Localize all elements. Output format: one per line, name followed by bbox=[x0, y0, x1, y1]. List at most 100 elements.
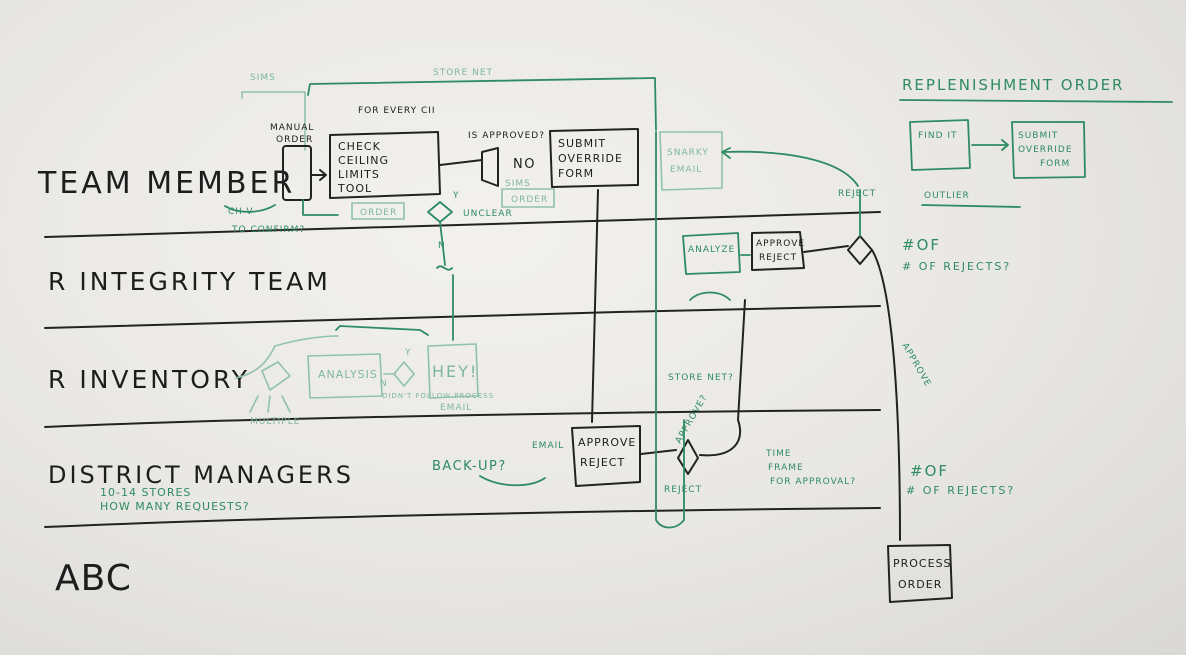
district-note-stores: 10-14 STORES bbox=[100, 486, 191, 499]
divider-3 bbox=[44, 409, 881, 428]
sims-label-2: SIMS bbox=[505, 179, 531, 189]
no-label: NO bbox=[513, 157, 536, 172]
sims-bracket bbox=[241, 91, 306, 151]
integrity-approve-box bbox=[751, 231, 805, 271]
order-label-1: ORDER bbox=[360, 208, 397, 218]
check-to-inventory-line bbox=[335, 325, 429, 336]
order-box-1 bbox=[351, 202, 405, 220]
store-net-line bbox=[307, 77, 657, 131]
dm-email-label: EMAIL bbox=[532, 441, 564, 451]
backup-label: BACK-UP? bbox=[432, 459, 507, 474]
didnt-follow-label: DIDN'T FOLLOW PROCESS bbox=[382, 392, 494, 400]
for-every-label: FOR EVERY CII bbox=[358, 106, 436, 116]
hey-box bbox=[427, 343, 479, 399]
multiple-label: MULTIPLE bbox=[250, 417, 300, 427]
lane-label-integrity: R INTEGRITY TEAM bbox=[48, 267, 331, 296]
order-label-2: ORDER bbox=[511, 195, 548, 205]
lane-label-abc: ABC bbox=[55, 558, 132, 599]
analysis-box bbox=[307, 353, 383, 399]
snarky-line-1: SNARKY bbox=[667, 148, 709, 158]
decision-n: N bbox=[438, 241, 446, 251]
store-net-curve bbox=[689, 291, 731, 301]
inventory-decision bbox=[393, 361, 415, 387]
rejects-q-bottom: # OF REJECTS? bbox=[906, 484, 1015, 497]
inventory-y: Y bbox=[404, 348, 412, 358]
cii-v-arrow bbox=[224, 204, 276, 213]
snarky-email-box bbox=[659, 131, 723, 191]
reject-label-top: REJECT bbox=[838, 189, 876, 199]
check-ceiling-box bbox=[329, 131, 441, 199]
time-frame-line-3: FOR APPROVAL? bbox=[770, 477, 856, 487]
integrity-reject-label: REJECT bbox=[759, 253, 797, 263]
submit-line-3: FORM bbox=[558, 167, 594, 180]
legend-outlier: OUTLIER bbox=[924, 191, 970, 201]
snarky-down-line bbox=[655, 131, 685, 529]
approve-side-label: APPROVE bbox=[899, 342, 932, 389]
dm-approve-up-line bbox=[699, 299, 746, 457]
rejects-q-top-1: #OF bbox=[902, 236, 941, 254]
legend-underline bbox=[899, 99, 1173, 103]
order-label-abc: ORDER bbox=[898, 578, 942, 591]
legend-outlier-underline bbox=[921, 204, 1021, 208]
divider-4 bbox=[44, 507, 881, 528]
integrity-to-decision bbox=[803, 245, 849, 253]
order-box-2 bbox=[501, 188, 555, 208]
integrity-decision bbox=[847, 235, 873, 265]
manual-order-label-1: MANUAL bbox=[270, 123, 314, 133]
multiple-arrows bbox=[249, 395, 291, 413]
hey-label: HEY! bbox=[432, 362, 478, 381]
process-order-box bbox=[887, 544, 953, 603]
tool-to-decision bbox=[439, 159, 483, 166]
inventory-loop bbox=[235, 335, 339, 379]
submit-line-1: SUBMIT bbox=[558, 137, 606, 150]
lane-label-inventory: R INVENTORY bbox=[48, 365, 250, 394]
store-net-q-label: STORE NET? bbox=[668, 373, 734, 383]
divider-1 bbox=[44, 211, 881, 238]
submit-override-box bbox=[549, 128, 639, 188]
dm-approve-box bbox=[571, 425, 641, 487]
order-decision-diamond bbox=[427, 201, 453, 223]
legend-submit-box bbox=[1011, 121, 1086, 179]
dm-decision bbox=[677, 439, 699, 475]
approve-q-label: APPROVE? bbox=[674, 393, 710, 445]
dm-approve-label: APPROVE bbox=[578, 436, 636, 449]
cii-v-label: CII-V bbox=[228, 207, 253, 217]
analyze-label: ANALYZE bbox=[688, 245, 735, 255]
inventory-diamond bbox=[261, 361, 291, 391]
backup-arrow bbox=[479, 475, 546, 487]
n-squiggle bbox=[436, 221, 453, 271]
to-confirm-label: TO CONFIRM? bbox=[231, 225, 305, 235]
check-tool-line-1: CHECK bbox=[338, 140, 381, 153]
analysis-label: ANALYSIS bbox=[318, 368, 378, 381]
legend-find-box bbox=[909, 119, 971, 171]
is-approved-decision bbox=[481, 147, 499, 187]
order-connector bbox=[302, 199, 339, 216]
submit-line-2: OVERRIDE bbox=[558, 152, 623, 165]
legend-arrow bbox=[971, 139, 1009, 151]
rejects-q-bottom-1: #OF bbox=[910, 462, 949, 480]
snarky-line-2: EMAIL bbox=[670, 165, 702, 175]
process-label: PROCESS bbox=[893, 557, 952, 570]
unclear-label: UNCLEAR bbox=[463, 209, 513, 219]
rejects-q-top: # OF REJECTS? bbox=[902, 260, 1011, 273]
reject-to-email-arrow bbox=[721, 147, 859, 187]
integrity-approve-label: APPROVE bbox=[756, 239, 805, 249]
email-label-inv: EMAIL bbox=[440, 403, 472, 413]
legend-submit-3: FORM bbox=[1040, 159, 1070, 169]
check-tool-line-4: TOOL bbox=[337, 182, 372, 195]
manual-order-label-2: ORDER bbox=[276, 135, 313, 145]
dm-reject-label: REJECT bbox=[580, 456, 625, 469]
arrow-to-check-tool bbox=[311, 169, 327, 181]
legend-submit-2: OVERRIDE bbox=[1018, 145, 1073, 155]
check-tool-line-3: LIMITS bbox=[338, 168, 380, 181]
dm-to-decision bbox=[640, 449, 677, 455]
district-note-requests: HOW MANY REQUESTS? bbox=[100, 500, 250, 513]
divider-2 bbox=[44, 305, 881, 329]
is-approved-label: IS APPROVED? bbox=[468, 131, 545, 141]
legend-find-label: FIND IT bbox=[918, 131, 958, 141]
analyze-box bbox=[682, 232, 741, 275]
dm-reject-label-green: REJECT bbox=[664, 485, 702, 495]
check-tool-line-2: CEILING bbox=[338, 154, 389, 167]
store-net-label: STORE NET bbox=[433, 68, 493, 78]
